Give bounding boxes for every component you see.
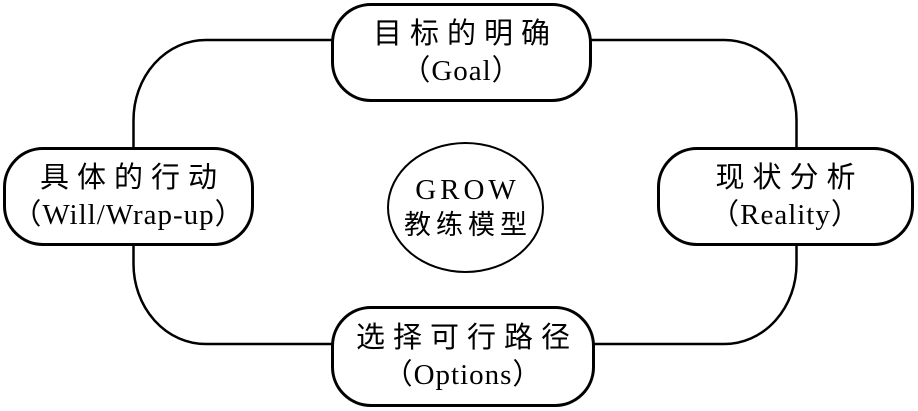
node-options-label-zh: 选择可行路径 — [355, 321, 578, 354]
center-model-label: 教练模型 — [404, 209, 532, 240]
node-will-label-en: （Will/Wrap-up） — [12, 198, 245, 231]
node-goal-label-en: （Goal） — [401, 54, 522, 87]
center-grow-label: GROW — [415, 173, 520, 206]
node-options: 选择可行路径 （Options） — [331, 306, 595, 407]
node-options-label-en: （Options） — [383, 358, 543, 391]
node-will-wrap-up: 具体的行动 （Will/Wrap-up） — [3, 147, 254, 246]
center-grow-circle: GROW 教练模型 — [387, 142, 544, 273]
node-will-label-zh: 具体的行动 — [39, 161, 225, 194]
node-reality-label-zh: 现状分析 — [715, 161, 864, 194]
node-reality-label-en: （Reality） — [710, 198, 861, 231]
node-goal: 目标的明确 （Goal） — [331, 3, 592, 102]
node-goal-label-zh: 目标的明确 — [372, 17, 558, 50]
node-reality: 现状分析 （Reality） — [657, 147, 914, 246]
